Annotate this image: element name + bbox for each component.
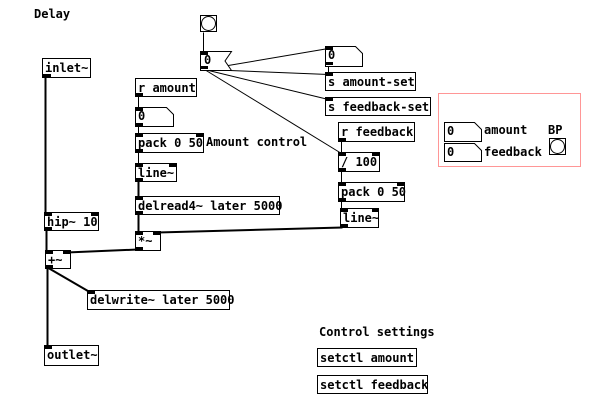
- gop-panel: [438, 93, 581, 167]
- object-line-right[interactable]: line~: [340, 208, 379, 228]
- control-wire: [204, 69, 329, 100]
- object-plus[interactable]: +~: [45, 250, 71, 269]
- control-wire: [204, 69, 329, 75]
- object-s-feedback-set[interactable]: s feedback-set: [325, 97, 431, 116]
- object-div-100[interactable]: / 100: [338, 152, 380, 172]
- gop-feedback-label: feedback: [484, 145, 542, 159]
- number-box-top[interactable]: 0: [328, 48, 336, 62]
- object-delread4[interactable]: delread4~ later 5000: [135, 196, 283, 215]
- gop-bp-label: BP: [548, 123, 563, 137]
- object-r-amount[interactable]: r amount: [135, 78, 197, 97]
- object-delwrite[interactable]: delwrite~ later 5000: [87, 290, 235, 310]
- gop-amount-label: amount: [484, 123, 528, 137]
- init-message-box[interactable]: 0: [204, 53, 212, 67]
- number-box-amount[interactable]: 0: [138, 109, 146, 123]
- signal-wire: [157, 226, 343, 234]
- patch-title-comment: Delay: [34, 7, 71, 21]
- signal-wire: [46, 266, 92, 294]
- object-setctl-amount[interactable]: setctl amount: [317, 348, 417, 367]
- outlet-nub: [326, 62, 333, 65]
- object-hip[interactable]: hip~ 10: [44, 212, 99, 231]
- object-pack-right[interactable]: pack 0 50: [338, 182, 406, 202]
- gop-number-box-feedback[interactable]: 0: [447, 145, 455, 159]
- object-s-amount-set[interactable]: s amount-set: [325, 72, 416, 91]
- object-pack-left[interactable]: pack 0 50: [135, 133, 204, 153]
- object-outlet[interactable]: outlet~: [44, 345, 99, 366]
- object-r-feedback[interactable]: r feedback: [338, 122, 415, 142]
- object-setctl-feedback[interactable]: setctl feedback: [317, 375, 428, 394]
- init-bang-button[interactable]: [200, 15, 217, 32]
- outlet-nub: [136, 123, 143, 126]
- object-inlet[interactable]: inlet~: [42, 58, 91, 78]
- signal-wire: [66, 248, 138, 254]
- amount-control-comment: Amount control: [206, 135, 308, 149]
- object-line-left[interactable]: line~: [135, 163, 177, 182]
- control-settings-comment: Control settings: [319, 325, 435, 339]
- control-wire: [204, 48, 329, 70]
- bp-bang-button[interactable]: [549, 138, 566, 155]
- object-multiply[interactable]: *~: [135, 231, 161, 251]
- gop-number-box-amount[interactable]: 0: [447, 124, 455, 138]
